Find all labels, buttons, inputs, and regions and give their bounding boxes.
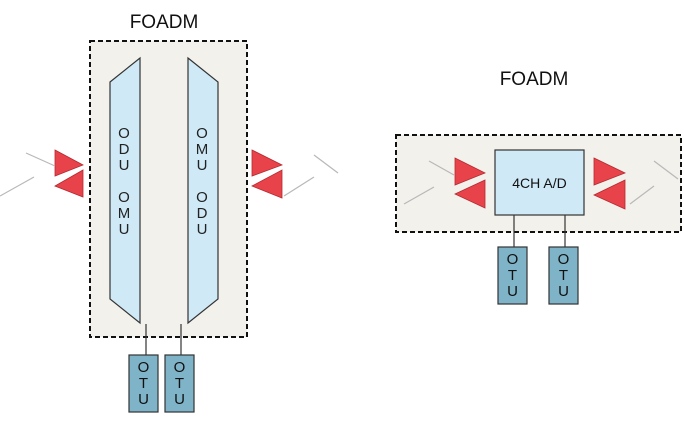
otu-char: T xyxy=(508,267,517,284)
amplifier-icon xyxy=(54,149,84,177)
amplifier-icon xyxy=(454,179,486,209)
otu-char: U xyxy=(507,283,518,300)
right-mux-char: D xyxy=(197,205,208,222)
left-amplifier-pair xyxy=(0,149,84,198)
left-mux-char: M xyxy=(118,205,131,222)
left-mux-char: U xyxy=(119,221,130,238)
left-node-title: FOADM xyxy=(130,12,199,33)
otu-char: U xyxy=(174,391,185,408)
right-node-right-amplifier-pair xyxy=(593,157,627,210)
right-mux-char: O xyxy=(196,125,208,142)
left-otu-2: O T U xyxy=(164,354,195,413)
fiber-line xyxy=(0,176,35,197)
otu-char: T xyxy=(559,267,568,284)
otu-char: O xyxy=(174,359,186,376)
add-drop-module xyxy=(494,149,585,216)
left-foadm-node: FOADM O D U O M U O M U O D U xyxy=(0,12,339,413)
amplifier-icon xyxy=(454,157,486,186)
right-mux-char: O xyxy=(196,189,208,206)
otu-char: O xyxy=(558,251,570,268)
fiber-line xyxy=(428,160,455,176)
right-mux-char: U xyxy=(197,221,208,238)
right-node-left-amplifier-pair xyxy=(454,157,486,209)
left-otu-1: O T U xyxy=(128,354,159,413)
otu-char: O xyxy=(138,359,150,376)
fiber-line xyxy=(313,154,339,174)
right-foadm-node: FOADM 4CH A/D O T U xyxy=(395,69,682,305)
amplifier-icon xyxy=(593,179,626,210)
amplifier-icon xyxy=(593,157,627,186)
amplifier-icon xyxy=(251,149,284,177)
fiber-line xyxy=(403,186,435,205)
otu-char: U xyxy=(558,283,569,300)
fiber-line xyxy=(25,152,56,167)
fiber-line xyxy=(653,160,679,180)
otu-char: T xyxy=(175,375,184,392)
fiber-line xyxy=(629,185,655,205)
otu-char: U xyxy=(138,391,149,408)
left-mux-char: O xyxy=(118,125,130,142)
fiber-line xyxy=(283,176,315,197)
otu-char: O xyxy=(507,251,519,268)
right-amplifier-pair xyxy=(251,149,339,199)
right-mux-label: O M U O D U xyxy=(196,125,209,238)
add-drop-module-label: 4CH A/D xyxy=(512,175,566,191)
left-mux-char: U xyxy=(119,157,130,174)
right-mux-demux xyxy=(187,56,219,325)
right-node-title: FOADM xyxy=(500,69,569,90)
amplifier-icon xyxy=(251,169,283,199)
right-otu-2: O T U xyxy=(548,246,579,305)
amplifier-icon xyxy=(54,169,84,198)
right-mux-char: U xyxy=(197,157,208,174)
left-mux-label: O D U O M U xyxy=(118,125,131,238)
right-mux-char: M xyxy=(196,141,209,158)
right-otu-1: O T U xyxy=(497,246,528,305)
left-mux-demux xyxy=(109,56,141,325)
otu-char: T xyxy=(139,375,148,392)
left-mux-char: O xyxy=(118,189,130,206)
left-mux-char: D xyxy=(119,141,130,158)
